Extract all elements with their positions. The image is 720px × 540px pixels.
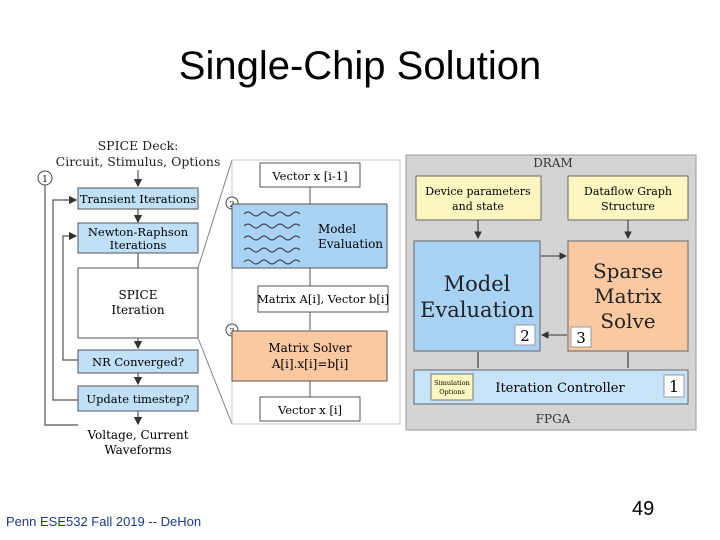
update-timestep-box (77, 385, 199, 412)
sparse-number: 3 (576, 329, 586, 347)
device-waves-icon (243, 211, 301, 265)
marker-1 (37, 170, 53, 186)
model-hw-label-2: Evaluation (420, 298, 534, 322)
device-parameters-label-1: Device parameters (425, 185, 531, 198)
dataflow-graph-label-2: Structure (601, 200, 655, 213)
matrix-vector-label: Matrix A[i], Vector b[i] (257, 292, 389, 306)
solver-detail-label-1: Matrix Solver (268, 341, 352, 355)
nr-loop-line (62, 231, 78, 361)
output-label-2: Waveforms (104, 443, 171, 457)
matrix-solver-detail-box (231, 330, 388, 382)
slide-footer: Penn ESE532 Fall 2019 -- DeHon (6, 514, 202, 529)
zoom-line-bottom (197, 337, 233, 425)
device-parameters-label-2: and state (452, 200, 504, 213)
simulation-options-label-2: Options (439, 388, 465, 396)
deck-label-line1: SPICE Deck: (98, 138, 179, 153)
newton-raphson-box (77, 222, 199, 254)
spice-iteration-box (77, 267, 199, 339)
slide-title: Single-Chip Solution (178, 44, 542, 88)
transient-iterations-box (77, 187, 199, 210)
solver-detail-label-2: A[i].x[i]=b[i] (271, 357, 349, 371)
model-hw-number: 2 (520, 327, 530, 345)
nr-converged-box (77, 349, 199, 374)
marker-1-label: 1 (42, 175, 48, 185)
vector-i-label: Vector x [i] (277, 403, 342, 417)
vector-prev-label: Vector x [i-1] (271, 169, 347, 183)
fpga-label: FPGA (536, 412, 571, 426)
fpga-architecture: DRAM Device parameters and state Dataflo… (405, 154, 697, 431)
spice-flow: SPICE Deck: Circuit, Stimulus, Options 1… (37, 138, 233, 457)
sparse-label-3: Solve (600, 309, 655, 333)
nr-converged-label: NR Converged? (92, 355, 184, 369)
sparse-label-1: Sparse (593, 259, 663, 283)
model-detail-label-1: Model (318, 222, 356, 236)
simulation-options-box (430, 373, 474, 401)
dataflow-graph-box (567, 175, 689, 221)
spice-iteration-label-2: Iteration (111, 303, 164, 317)
transient-iterations-label: Transient Iterations (80, 192, 196, 206)
dataflow-graph-label-1: Dataflow Graph (584, 185, 672, 198)
dram-label: DRAM (533, 156, 573, 170)
newton-raphson-label-2: Iterations (110, 238, 167, 252)
deck-label-line2: Circuit, Stimulus, Options (56, 154, 221, 169)
model-hw-label-1: Model (444, 272, 511, 296)
vector-i-box (259, 396, 361, 422)
newton-raphson-label-1: Newton-Raphson (88, 225, 189, 239)
model-detail-label-2: Evaluation (318, 237, 383, 251)
vector-prev-box (259, 162, 361, 188)
page-number: 49 (632, 498, 655, 520)
sparse-label-2: Matrix (594, 284, 662, 308)
update-timestep-label: Update timestep? (86, 392, 189, 406)
matrix-vector-box (257, 285, 389, 313)
spice-iteration-label-1: SPICE (119, 288, 158, 302)
transient-loop-line (52, 195, 78, 401)
outer-loop-line (44, 176, 78, 426)
zoom-line-top (197, 159, 233, 269)
model-evaluation-detail-box (231, 203, 388, 269)
simulation-options-label-1: Simulation (434, 379, 470, 387)
iteration-controller-label: Iteration Controller (495, 381, 625, 396)
device-parameters-box (415, 175, 542, 221)
controller-number: 1 (669, 377, 679, 396)
output-label-1: Voltage, Current (86, 428, 188, 442)
iteration-detail: Vector x [i-1] 2 Model Evaluation Matrix… (225, 159, 401, 425)
